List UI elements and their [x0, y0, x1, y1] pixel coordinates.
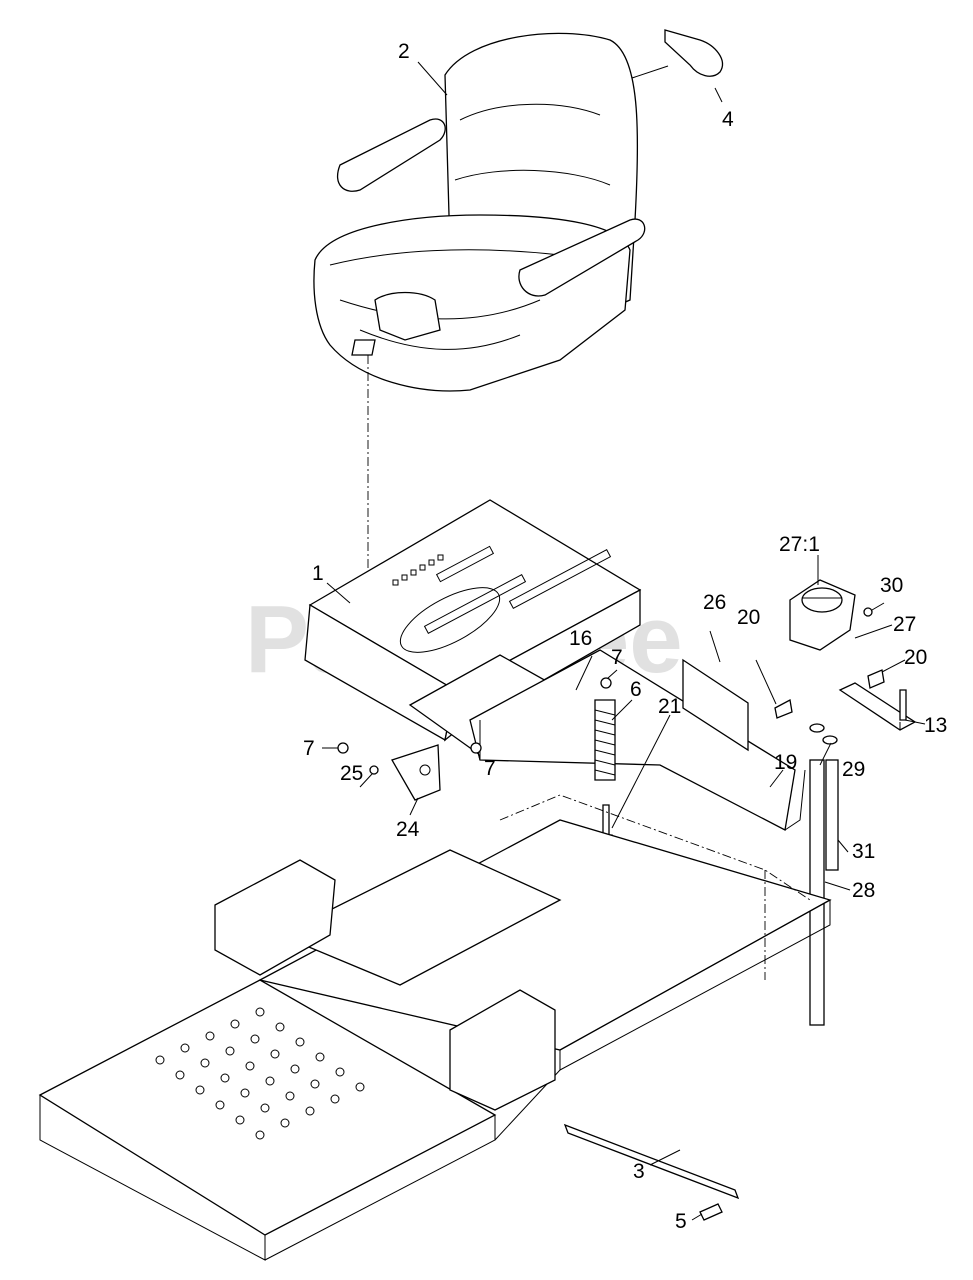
callout-24: 24 — [396, 818, 420, 841]
plate-26[interactable] — [682, 658, 749, 752]
rod-28[interactable] — [809, 759, 825, 1026]
pin-3[interactable] — [563, 1123, 740, 1200]
bolt-20-b[interactable] — [867, 669, 885, 689]
screw-25[interactable] — [369, 765, 379, 775]
callout-7-top: 7 — [611, 646, 623, 669]
clip-29-b[interactable] — [822, 735, 838, 745]
callout-3: 3 — [633, 1160, 645, 1183]
callout-29: 29 — [842, 758, 865, 781]
callout-25: 25 — [340, 762, 363, 785]
callout-27: 27 — [893, 613, 916, 636]
seat-spring[interactable] — [594, 699, 616, 781]
seat-assembly[interactable] — [313, 32, 646, 392]
nut-mid[interactable] — [470, 742, 482, 754]
callout-27-1: 27:1 — [779, 533, 820, 556]
callout-26: 26 — [703, 591, 726, 614]
rod-31[interactable] — [825, 759, 839, 871]
callout-20-a: 20 — [737, 606, 760, 629]
callout-20-b: 20 — [904, 646, 927, 669]
callout-7-mid: 7 — [484, 757, 496, 780]
callout-4: 4 — [722, 108, 734, 131]
screw-30[interactable] — [863, 607, 873, 617]
callout-19: 19 — [774, 751, 797, 774]
callout-6: 6 — [630, 678, 642, 701]
switch-housing[interactable] — [789, 579, 856, 651]
callout-21: 21 — [658, 695, 681, 718]
callout-28: 28 — [852, 879, 875, 902]
callout-7-left: 7 — [303, 737, 315, 760]
bolt-20-a[interactable] — [774, 699, 793, 719]
callout-31: 31 — [852, 840, 875, 863]
callout-1: 1 — [312, 562, 324, 585]
clip-5[interactable] — [699, 1203, 723, 1221]
bolt-13[interactable] — [899, 689, 907, 721]
callout-30: 30 — [880, 574, 903, 597]
nut-top[interactable] — [600, 677, 612, 689]
callout-13: 13 — [924, 714, 947, 737]
nut-left[interactable] — [337, 742, 349, 754]
clip-29-a[interactable] — [809, 723, 825, 733]
seat-knob[interactable] — [664, 29, 724, 77]
callout-5: 5 — [675, 1210, 687, 1233]
callout-16: 16 — [569, 627, 592, 650]
bracket-24[interactable] — [391, 744, 441, 801]
callout-2: 2 — [398, 40, 410, 63]
leader-lines — [322, 61, 926, 1221]
frame-floor-pan — [38, 794, 832, 1261]
floor-holes — [155, 1007, 365, 1140]
seat-pan-slots — [392, 554, 444, 586]
